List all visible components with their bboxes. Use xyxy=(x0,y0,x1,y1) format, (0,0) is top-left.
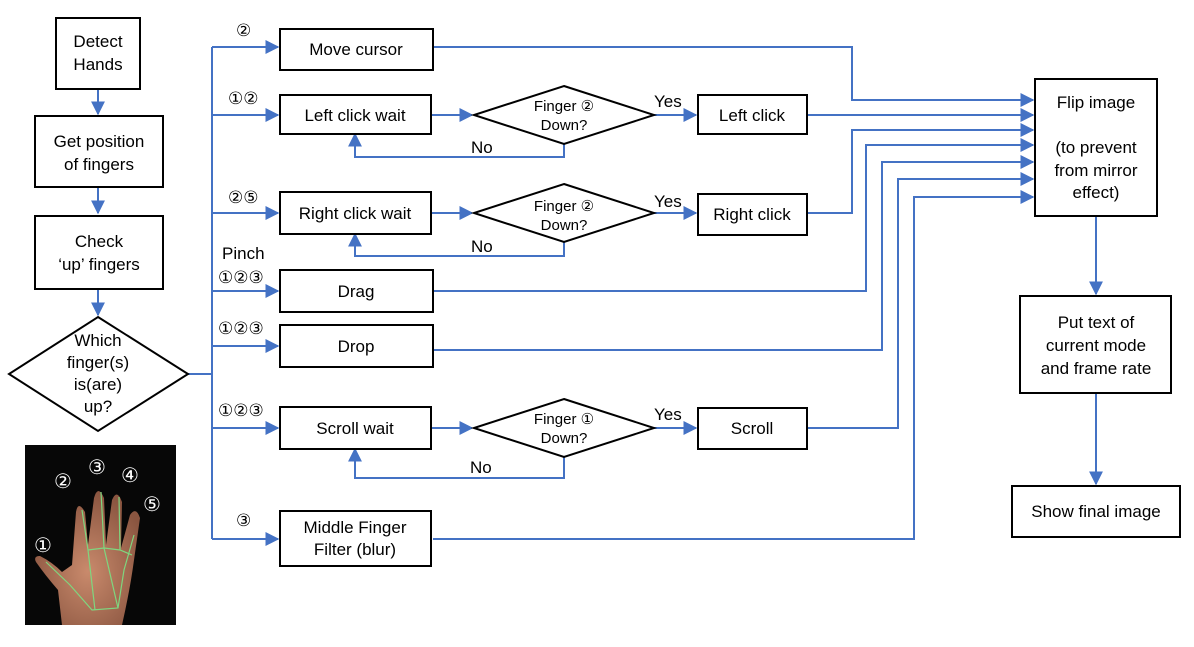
branch-label-left-click: ①② xyxy=(228,89,258,108)
finger1-down-line-1: Finger ① xyxy=(534,411,594,428)
connectors xyxy=(91,40,1103,546)
hand-finger-label-5: ⑤ xyxy=(143,494,161,516)
flip-image-line-5: effect) xyxy=(1073,183,1120,202)
hand-finger-label-3: ③ xyxy=(88,457,106,479)
finger1-down-line-2: Down? xyxy=(541,430,588,447)
branch-label-drop: ①②③ xyxy=(218,319,264,338)
middle-finger-node: Middle Finger Filter (blur) xyxy=(279,510,432,567)
put-text-line-1: Put text of xyxy=(1058,313,1135,332)
drop-node: Drop xyxy=(279,324,434,368)
yes-label-left-click: Yes xyxy=(654,92,682,111)
right-click-wait-label: Right click wait xyxy=(299,204,412,223)
finger2-down-decision-b: Finger ② Down? xyxy=(470,182,658,244)
branch-labels: ② ①② ②⑤ Pinch ①②③ ①②③ ①②③ ③ xyxy=(218,21,265,530)
put-text-line-2: current mode xyxy=(1046,336,1146,355)
scroll-label: Scroll xyxy=(731,419,774,438)
drag-node: Drag xyxy=(279,269,434,313)
which-finger-line-2: finger(s) xyxy=(67,353,129,372)
flip-image-line-4: from mirror xyxy=(1054,161,1137,180)
get-position-node: Get position of fingers xyxy=(34,115,164,188)
finger1-down-decision: Finger ① Down? xyxy=(470,397,658,459)
left-click-wait-node: Left click wait xyxy=(279,94,432,135)
finger2-down-b-line-2: Down? xyxy=(541,217,588,234)
no-label-left-click: No xyxy=(471,138,493,157)
which-finger-node: Which finger(s) is(are) up? xyxy=(7,315,190,433)
flip-image-line-1: Flip image xyxy=(1057,93,1135,112)
move-cursor-label: Move cursor xyxy=(309,40,403,59)
branch-label-drag: ①②③ xyxy=(218,268,264,287)
get-position-line-1: Get position xyxy=(54,132,145,151)
right-click-node: Right click xyxy=(697,193,808,236)
show-final-label: Show final image xyxy=(1031,502,1160,521)
finger2-down-a-line-1: Finger ② xyxy=(534,98,594,115)
drag-label: Drag xyxy=(338,282,375,301)
no-label-scroll: No xyxy=(470,458,492,477)
hand-finger-label-1: ① xyxy=(34,535,52,557)
finger2-down-decision-a: Finger ② Down? xyxy=(470,84,658,146)
middle-finger-line-2: Filter (blur) xyxy=(314,540,396,559)
flip-image-line-3: (to prevent xyxy=(1055,138,1137,157)
flip-image-node: Flip image (to prevent from mirror effec… xyxy=(1034,78,1158,217)
right-click-label: Right click xyxy=(713,205,791,224)
branch-label-pinch: Pinch xyxy=(222,244,265,263)
drop-label: Drop xyxy=(338,337,375,356)
branch-label-scroll: ①②③ xyxy=(218,401,264,420)
which-finger-line-4: up? xyxy=(84,397,112,416)
detect-hands-node: Detect Hands xyxy=(55,17,141,90)
move-cursor-node: Move cursor xyxy=(279,28,434,71)
left-click-node: Left click xyxy=(697,94,808,135)
which-finger-line-1: Which xyxy=(74,331,121,350)
check-up-line-2: ‘up’ fingers xyxy=(58,255,140,274)
scroll-wait-node: Scroll wait xyxy=(279,406,432,450)
put-text-line-3: and frame rate xyxy=(1041,359,1152,378)
scroll-node: Scroll xyxy=(697,407,808,450)
no-label-right-click: No xyxy=(471,237,493,256)
left-click-label: Left click xyxy=(719,106,786,125)
yes-label-scroll: Yes xyxy=(654,405,682,424)
finger2-down-a-line-2: Down? xyxy=(541,117,588,134)
put-text-node: Put text of current mode and frame rate xyxy=(1019,295,1172,394)
hand-landmark-image: ① ② ③ ④ ⑤ xyxy=(25,445,176,625)
right-click-wait-node: Right click wait xyxy=(279,191,432,235)
get-position-line-2: of fingers xyxy=(64,155,134,174)
branch-label-middle-finger: ③ xyxy=(236,511,251,530)
scroll-wait-label: Scroll wait xyxy=(316,419,394,438)
check-up-node: Check ‘up’ fingers xyxy=(34,215,164,290)
detect-hands-line-2: Hands xyxy=(73,55,122,74)
which-finger-line-3: is(are) xyxy=(74,375,122,394)
middle-finger-line-1: Middle Finger xyxy=(304,518,407,537)
branch-label-move-cursor: ② xyxy=(236,21,251,40)
left-click-wait-label: Left click wait xyxy=(304,106,405,125)
check-up-line-1: Check xyxy=(75,232,124,251)
hand-finger-label-4: ④ xyxy=(121,465,139,487)
yes-label-right-click: Yes xyxy=(654,192,682,211)
finger2-down-b-line-1: Finger ② xyxy=(534,198,594,215)
show-final-node: Show final image xyxy=(1011,485,1181,538)
detect-hands-line-1: Detect xyxy=(73,32,122,51)
hand-finger-label-2: ② xyxy=(54,471,72,493)
branch-label-right-click: ②⑤ xyxy=(228,188,258,207)
